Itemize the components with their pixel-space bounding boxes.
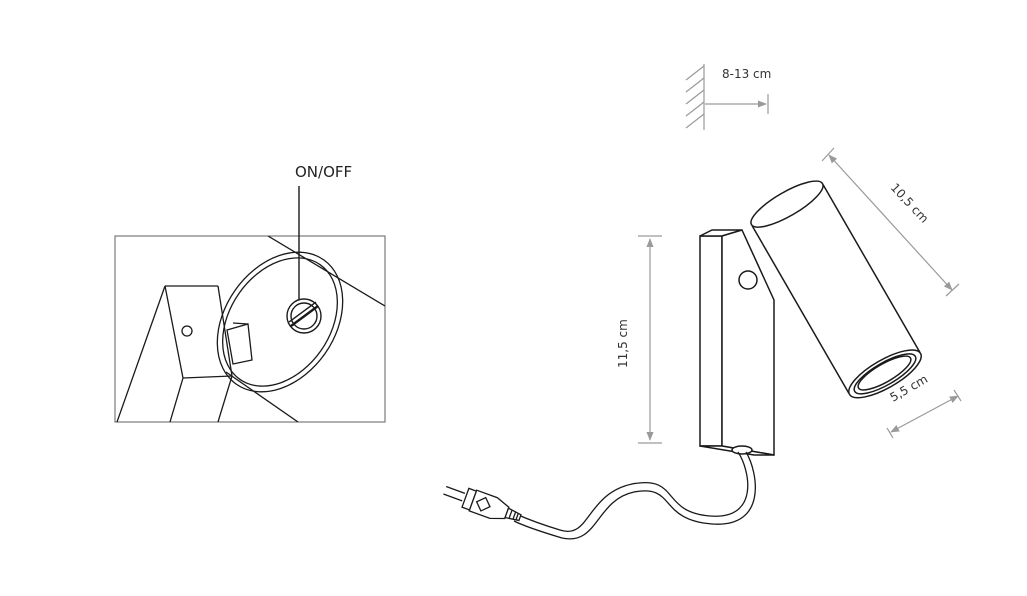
body-length-dimension xyxy=(821,147,960,297)
switch-label: ON/OFF xyxy=(295,163,352,181)
switch-detail-inset xyxy=(114,186,386,423)
wall-offset-label: 8-13 cm xyxy=(722,67,771,81)
wall-offset-dimension xyxy=(685,64,769,130)
wall-mount-plate xyxy=(699,235,723,447)
mount-box xyxy=(721,229,775,456)
power-cable xyxy=(513,451,756,540)
wall-lamp-drawing xyxy=(699,180,922,456)
diameter-dimension xyxy=(886,389,962,439)
height-dimension xyxy=(638,235,662,444)
pivot-joint xyxy=(738,270,758,290)
spotlight-head xyxy=(750,180,922,399)
cable-grommet xyxy=(731,445,753,455)
inset-frame xyxy=(114,235,386,423)
euro-plug-icon xyxy=(443,485,522,522)
height-label: 11,5 cm xyxy=(616,319,630,368)
switch-disc xyxy=(216,251,344,393)
slotted-rotary-switch-icon xyxy=(286,298,322,334)
screw-hole xyxy=(181,325,193,337)
body-length-label: 10,5 cm xyxy=(888,180,932,225)
